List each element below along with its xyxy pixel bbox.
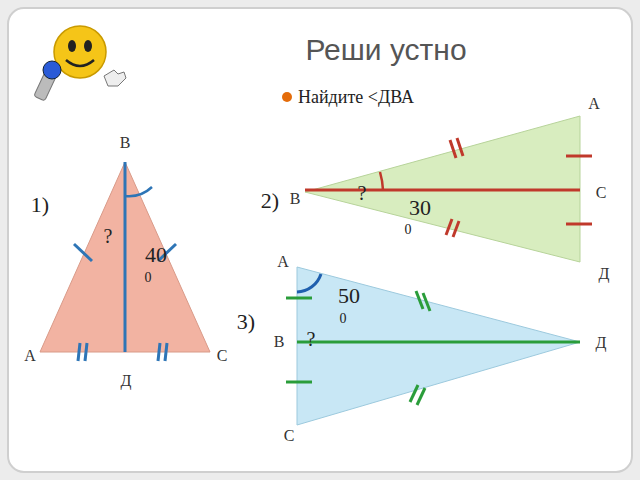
vertex-label: Д xyxy=(121,373,132,389)
degree-mark: 0 xyxy=(405,223,412,237)
unknown-angle: ? xyxy=(307,329,316,349)
unknown-angle: ? xyxy=(358,183,367,203)
unknown-angle: ? xyxy=(104,226,113,246)
figure-number: 3) xyxy=(237,311,255,333)
vertex-label: В xyxy=(274,334,285,350)
slide-title: Реши устно xyxy=(305,35,466,65)
vertex-label: В xyxy=(120,135,131,151)
degree-mark: 0 xyxy=(340,312,347,326)
vertex-label: А xyxy=(277,254,289,270)
angle-value: 30 xyxy=(409,197,431,219)
task-text: Найдите <ДВА xyxy=(298,88,414,106)
degree-mark: 0 xyxy=(145,271,152,285)
vertex-label: Д xyxy=(596,335,607,351)
vertex-label: А xyxy=(588,96,600,112)
vertex-label: В xyxy=(290,191,301,207)
vertex-label: С xyxy=(596,185,607,201)
angle-value: 50 xyxy=(338,285,360,307)
vertex-label: С xyxy=(284,428,295,444)
vertex-label: С xyxy=(217,348,228,364)
figure-number: 2) xyxy=(261,190,279,212)
angle-value: 40 xyxy=(145,244,167,266)
vertex-label: Д xyxy=(599,266,610,282)
vertex-label: А xyxy=(24,348,36,364)
figure-number: 1) xyxy=(31,194,49,216)
